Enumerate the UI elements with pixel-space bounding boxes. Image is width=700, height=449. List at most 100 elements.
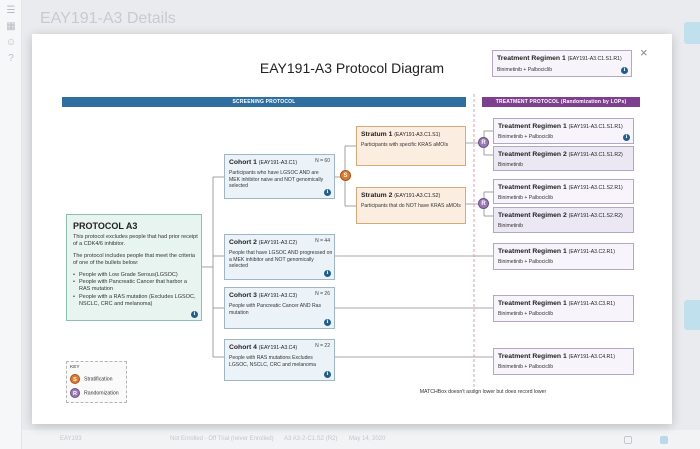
list-item: People with Pancreatic Cancer that harbo… <box>73 279 199 293</box>
row-id: EAY193 <box>60 436 82 442</box>
stratification-icon: S <box>70 374 80 384</box>
row-checkbox[interactable] <box>660 436 668 444</box>
row-assignment: A3 A3-2-C1.S2 (R2) <box>284 436 338 442</box>
list-item: People with a RAS mutation (Excludes LGS… <box>73 294 199 308</box>
side-tab[interactable] <box>684 22 700 44</box>
info-icon[interactable]: i <box>621 67 628 74</box>
protocol-a3-box: PROTOCOL A3 This protocol excludes peopl… <box>66 214 202 321</box>
background-table-row: EAY193 Not Enrolled - Off Trial (never E… <box>22 430 700 449</box>
grid-icon[interactable]: ▦ <box>6 21 16 32</box>
info-icon[interactable]: i <box>324 189 331 196</box>
regimen-drugs: Binimetinib <box>498 162 523 168</box>
modal-title: EAY191-A3 Protocol Diagram <box>259 60 445 76</box>
cohort-code: (EAY191-A3.C4) <box>258 345 298 351</box>
cohort-code: (EAY191-A3.C2) <box>258 240 298 246</box>
help-icon[interactable]: ? <box>8 53 14 64</box>
screening-protocol-banner: SCREENING PROTOCOL <box>62 97 466 107</box>
treatment-regimen-c1-s2-r2[interactable]: Treatment Regimen 2 (EAY191-A3.C1.S2.R2)… <box>493 207 634 233</box>
cohort-count: N = 44 <box>315 238 330 244</box>
randomization-marker: R <box>478 198 489 209</box>
stratum-2-box[interactable]: Stratum 2 (EAY191-A3.C1.S2) Participants… <box>356 187 466 224</box>
regimen-name: Treatment Regimen 1 <box>498 300 567 307</box>
regimen-drugs: Binimetinib <box>498 223 523 229</box>
randomization-icon: R <box>70 388 80 398</box>
users-icon[interactable]: ☺ <box>5 37 17 48</box>
cohort-3-box[interactable]: Cohort 3 (EAY191-A3.C3) N = 26 People wi… <box>224 287 335 329</box>
regimen-code: (EAY191-A3.C1.S1.R2) <box>568 152 623 158</box>
row-doc-icon[interactable] <box>624 436 632 444</box>
cohort-count: N = 22 <box>315 343 330 349</box>
regimen-drugs: Binimetinib + Palbociclib <box>498 364 554 370</box>
legend-label: Randomization <box>84 390 119 397</box>
stratum-description: Participants that do NOT have KRAS aMOIs <box>361 203 461 209</box>
regimen-code: (EAY191-A3.C1.S1.R1) <box>568 124 623 130</box>
cohort-name: Cohort 1 <box>229 159 257 166</box>
regimen-name: Treatment Regimen 2 <box>498 151 567 158</box>
stratum-name: Stratum 1 <box>361 131 393 138</box>
cohort-count: N = 26 <box>315 291 330 297</box>
regimen-code: (EAY191-A3.C1.S1.R1) <box>567 56 622 62</box>
matchbox-footnote: MATCHBox doesn't assign lower but does r… <box>419 389 547 395</box>
protocol-diagram-modal: EAY191-A3 Protocol Diagram × <box>32 34 672 424</box>
stratum-1-box[interactable]: Stratum 1 (EAY191-A3.C1.S1) Participants… <box>356 126 466 166</box>
row-date: May 14, 2020 <box>349 436 386 442</box>
cohort-code: (EAY191-A3.C1) <box>258 160 298 166</box>
protocol-bullets: People with Low Grade Serous(LGSOC) Peop… <box>73 272 199 308</box>
treatment-regimen-c1-s2-r1[interactable]: Treatment Regimen 1 (EAY191-A3.C1.S2.R1)… <box>493 179 634 204</box>
cohort-2-box[interactable]: Cohort 2 (EAY191-A3.C2) N = 44 People th… <box>224 234 335 280</box>
legend-randomization: R Randomization <box>70 388 119 398</box>
regimen-drugs: Binimetinib + Palbociclib <box>498 134 554 140</box>
info-icon[interactable]: i <box>191 311 198 318</box>
regimen-name: Treatment Regimen 2 <box>498 212 567 219</box>
info-icon[interactable]: i <box>324 371 331 378</box>
page-title: EAY191-A3 Details <box>40 10 176 27</box>
treatment-regimen-c3-r1[interactable]: Treatment Regimen 1 (EAY191-A3.C3.R1) Bi… <box>493 295 634 322</box>
regimen-code: (EAY191-A3.C4.R1) <box>568 354 615 360</box>
info-icon[interactable]: i <box>623 134 630 141</box>
regimen-name: Treatment Regimen 1 <box>498 184 567 191</box>
regimen-name: Treatment Regimen 1 <box>497 55 566 62</box>
stratum-code: (EAY191-A3.C1.S2) <box>394 193 441 199</box>
list-icon[interactable]: ☰ <box>6 5 16 16</box>
regimen-name: Treatment Regimen 1 <box>498 248 567 255</box>
cohort-description: People that have LGSOC AND progressed on… <box>229 250 333 270</box>
stratum-name: Stratum 2 <box>361 192 393 199</box>
treatment-regimen-c1-s1-r2[interactable]: Treatment Regimen 2 (EAY191-A3.C1.S1.R2)… <box>493 146 634 171</box>
close-icon[interactable]: × <box>640 45 648 60</box>
treatment-regimen-c4-r1[interactable]: Treatment Regimen 1 (EAY191-A3.C4.R1) Bi… <box>493 348 634 375</box>
regimen-drugs: Binimetinib + Palbociclib <box>498 311 554 317</box>
stratification-marker: S <box>340 170 351 181</box>
regimen-code: (EAY191-A3.C1.S2.R1) <box>568 185 623 191</box>
list-item: People with Low Grade Serous(LGSOC) <box>73 272 199 279</box>
side-tab-lower[interactable] <box>684 300 700 330</box>
cohort-description: Participants who have LGSOC AND are MEK … <box>229 170 324 190</box>
cohort-code: (EAY191-A3.C3) <box>258 293 298 299</box>
regimen-drugs: Binimetinib + Palbociclib <box>497 67 553 73</box>
randomization-marker: R <box>478 137 489 148</box>
regimen-drugs: Binimetinib + Palbociclib <box>498 259 554 265</box>
app-sidebar: ☰ ▦ ☺ ? <box>0 0 22 449</box>
regimen-code: (EAY191-A3.C1.S2.R2) <box>568 213 623 219</box>
regimen-code: (EAY191-A3.C2.R1) <box>568 249 615 255</box>
protocol-title: PROTOCOL A3 <box>73 221 138 231</box>
protocol-exclusion-text: This protocol excludes people that had p… <box>73 234 198 247</box>
treatment-regimen-c2-r1[interactable]: Treatment Regimen 1 (EAY191-A3.C2.R1) Bi… <box>493 243 634 270</box>
cohort-4-box[interactable]: Cohort 4 (EAY191-A3.C4) N = 22 People wi… <box>224 339 335 381</box>
cohort-1-box[interactable]: Cohort 1 (EAY191-A3.C1) N = 60 Participa… <box>224 154 335 199</box>
stratum-code: (EAY191-A3.C1.S1) <box>394 132 441 138</box>
regimen-code: (EAY191-A3.C3.R1) <box>568 301 615 307</box>
info-icon[interactable]: i <box>324 270 331 277</box>
header-treatment-regimen[interactable]: Treatment Regimen 1 (EAY191-A3.C1.S1.R1)… <box>492 50 632 77</box>
treatment-regimen-c1-s1-r1[interactable]: Treatment Regimen 1 (EAY191-A3.C1.S1.R1)… <box>493 118 634 144</box>
regimen-name: Treatment Regimen 1 <box>498 123 567 130</box>
regimen-drugs: Binimetinib + Palbociclib <box>498 195 554 201</box>
cohort-description: People with Pancreatic Cancer AND Ras mu… <box>229 303 322 316</box>
cohort-name: Cohort 4 <box>229 344 257 351</box>
protocol-inclusion-text: The protocol includes people that meet t… <box>73 253 195 266</box>
stratum-description: Participants with specific KRAS aMOIs <box>361 142 449 148</box>
info-icon[interactable]: i <box>324 319 331 326</box>
regimen-name: Treatment Regimen 1 <box>498 353 567 360</box>
legend-title: KEY <box>70 365 80 370</box>
